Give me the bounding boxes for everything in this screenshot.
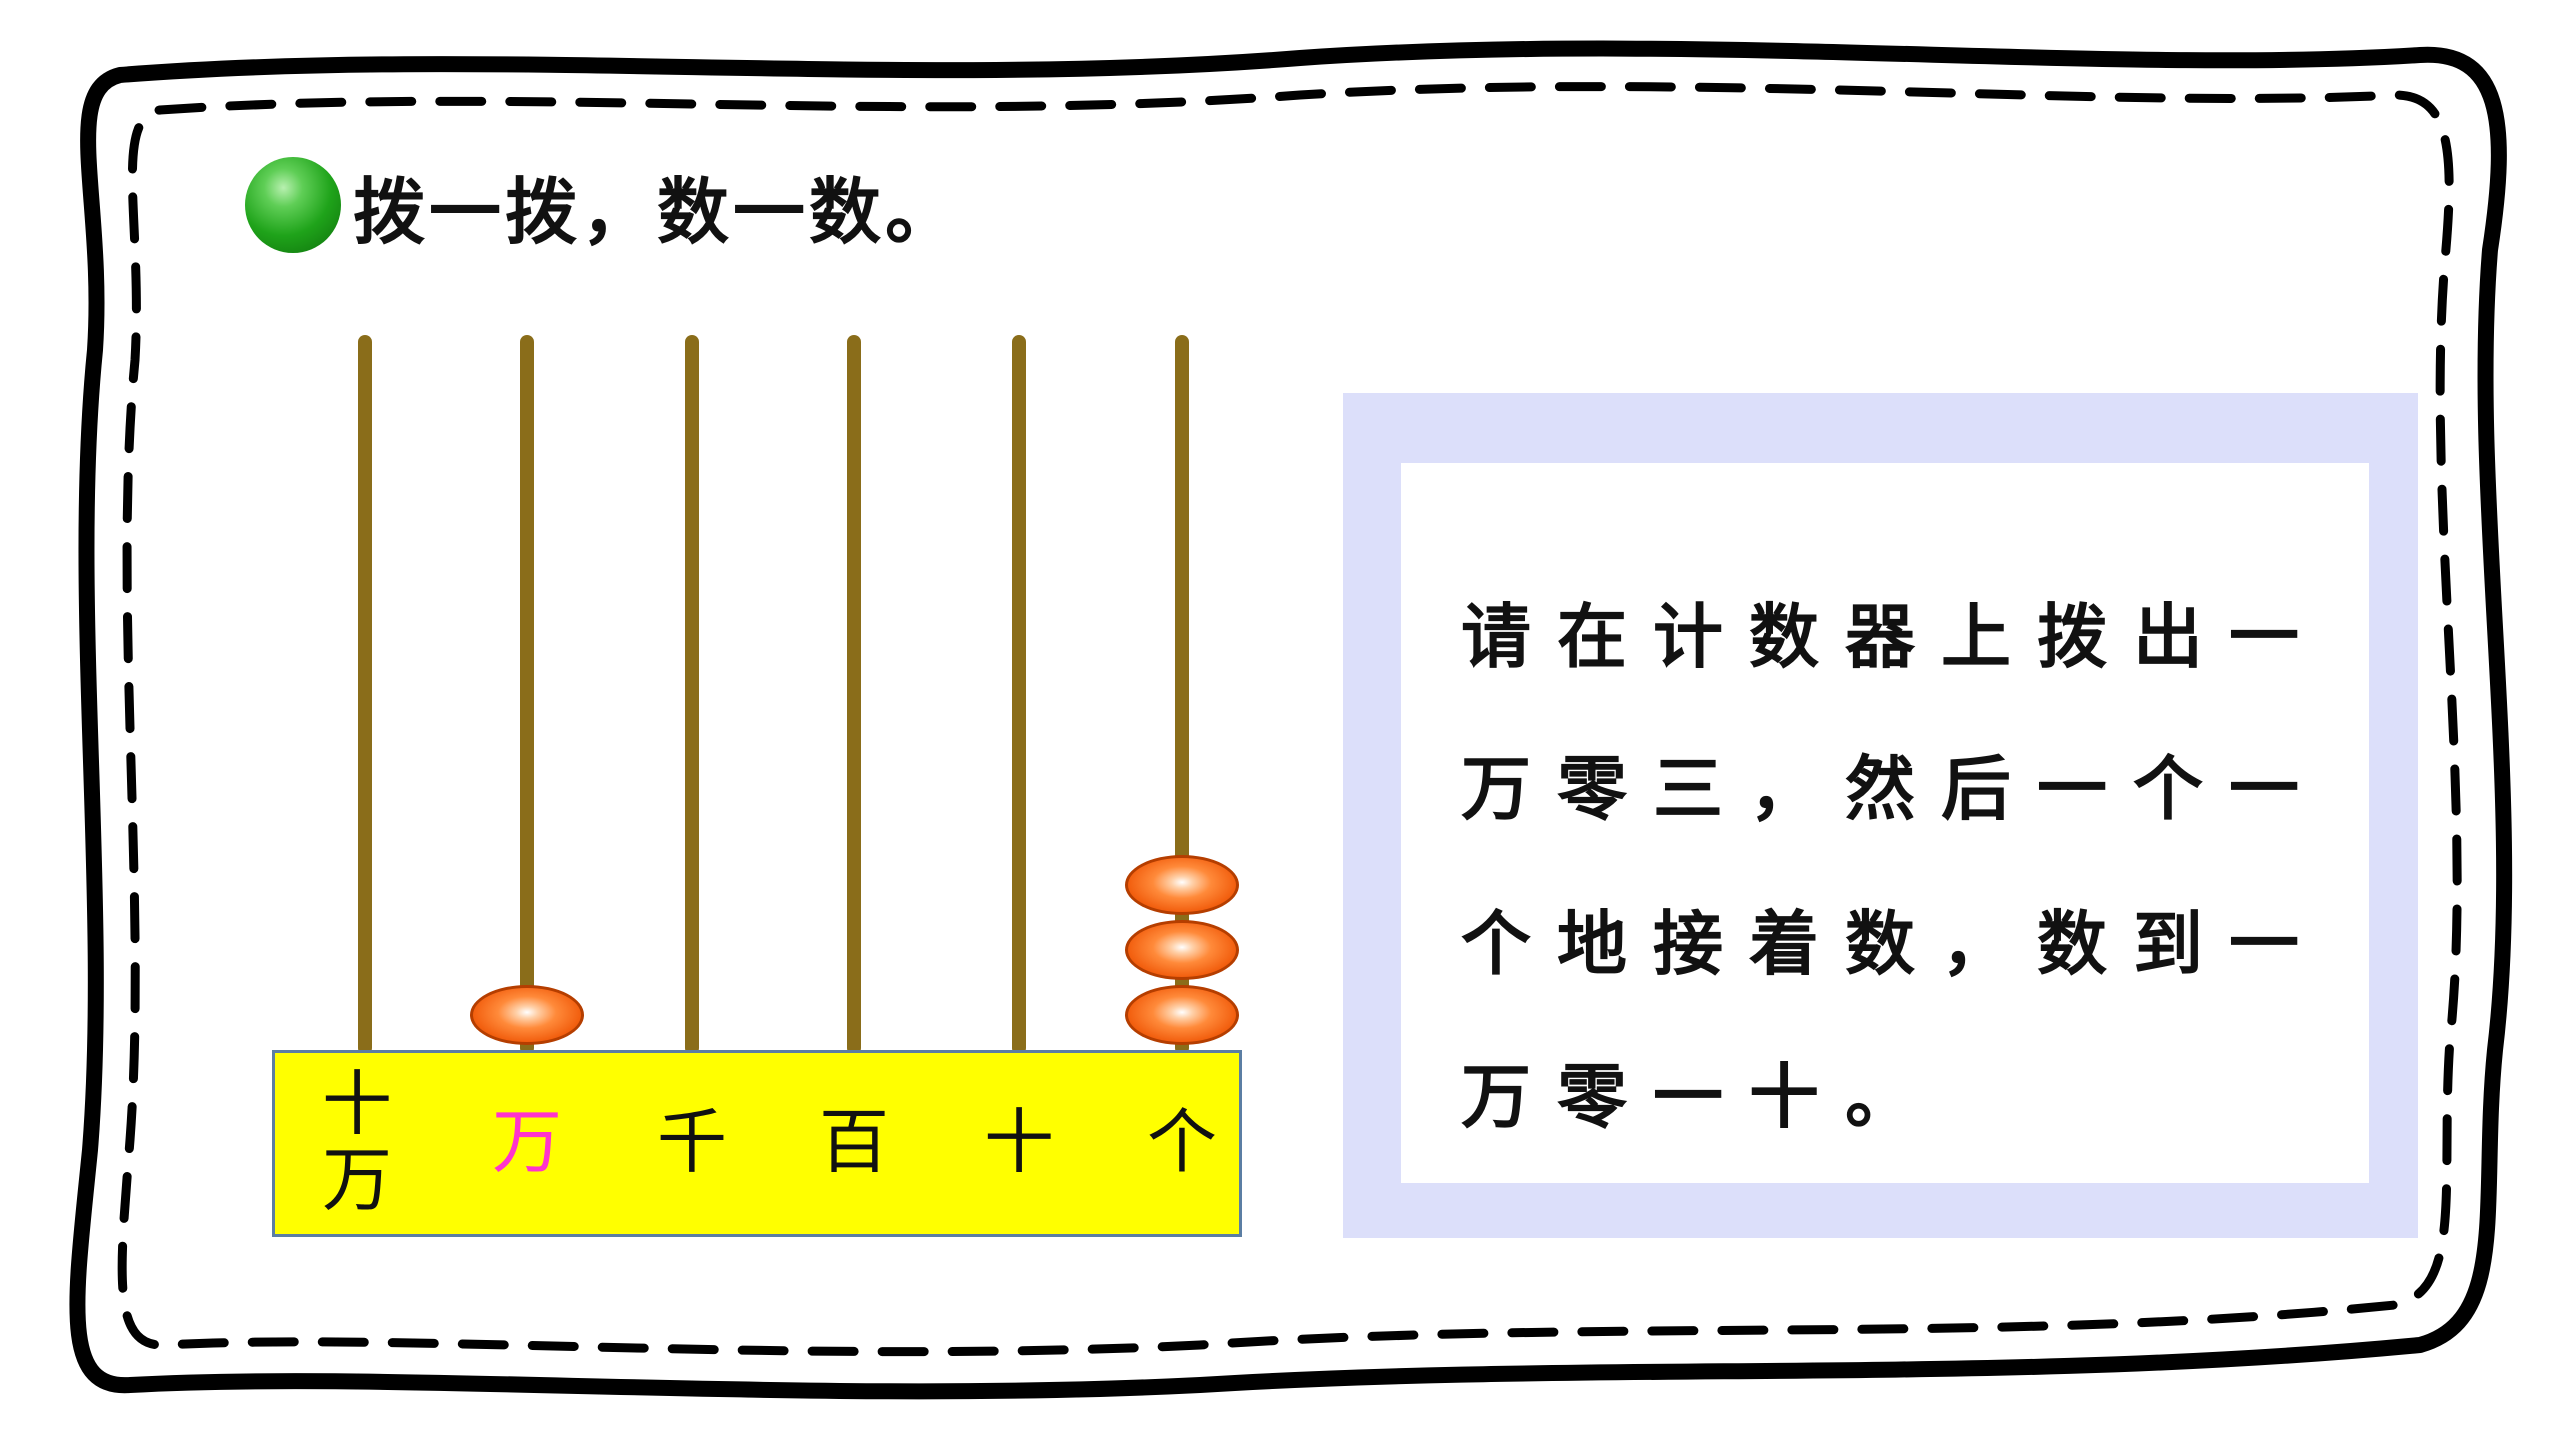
place-label-ones: 个 <box>1147 1101 1217 1183</box>
instruction-line-3: 个地接着数，数到一 <box>1461 903 2325 985</box>
rod-ten-thousands[interactable] <box>520 335 534 1055</box>
abacus-base <box>272 1050 1242 1237</box>
instruction-line-1: 请在计数器上拨出一 <box>1461 596 2325 678</box>
instruction-line-4: 万零一十。 <box>1461 1056 1941 1138</box>
place-label-tens: 十 <box>984 1101 1054 1183</box>
instruction-line-2: 万零三，然后一个一 <box>1461 748 2325 830</box>
place-label-thousands: 千 <box>657 1101 727 1183</box>
rod-hundred-thousands[interactable] <box>358 335 372 1055</box>
place-label-ten-thousands: 万 <box>492 1101 562 1183</box>
bead-ones-2[interactable] <box>1125 920 1239 980</box>
rod-thousands[interactable] <box>685 335 699 1055</box>
instruction-card: 请在计数器上拨出一 万零三，然后一个一 个地接着数，数到一 万零一十。 <box>1401 463 2369 1183</box>
place-label-hundreds: 百 <box>819 1101 889 1183</box>
bead-ones-1[interactable] <box>1125 985 1239 1045</box>
bead-ones-3[interactable] <box>1125 855 1239 915</box>
section-title: 拨一拨，数一数。 <box>245 150 961 260</box>
instruction-panel: 请在计数器上拨出一 万零三，然后一个一 个地接着数，数到一 万零一十。 <box>1343 393 2418 1238</box>
rod-tens[interactable] <box>1012 335 1026 1055</box>
place-label-hundred-thousands: 十万 <box>302 1066 412 1218</box>
green-ball-icon <box>245 157 341 253</box>
place-label-text: 十万 <box>322 1063 392 1221</box>
rod-hundreds[interactable] <box>847 335 861 1055</box>
bead-ten-thousands-1[interactable] <box>470 985 584 1045</box>
title-text: 拨一拨，数一数。 <box>353 169 962 254</box>
